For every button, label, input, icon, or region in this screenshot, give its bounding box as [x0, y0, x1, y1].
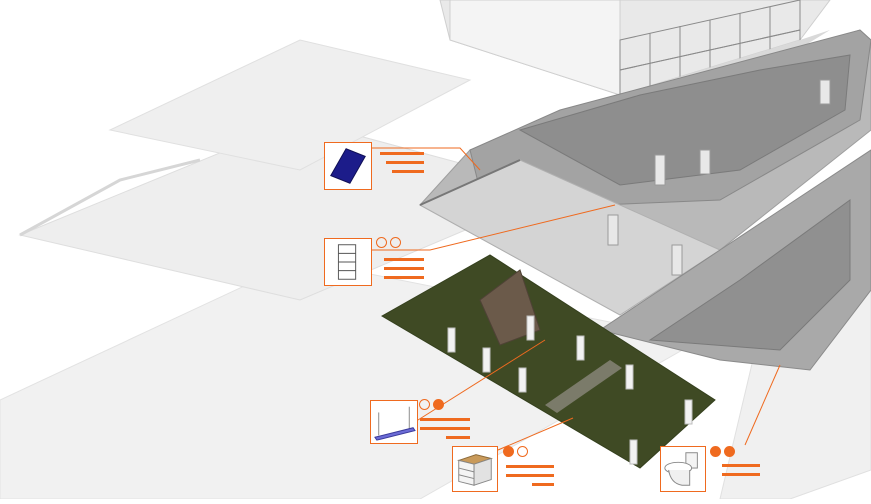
garden-posts — [447, 315, 693, 465]
ghost-railing — [19, 158, 201, 237]
rating-dot-filled — [503, 446, 514, 457]
ghost-upper-slab — [108, 39, 472, 171]
callout-cabinet — [452, 446, 498, 492]
callout-window — [324, 238, 372, 286]
brick-wall — [479, 269, 541, 346]
lawn — [380, 254, 716, 469]
callout-solar-panel — [324, 142, 372, 190]
cabinet-rating — [503, 446, 528, 457]
rating-dot-filled — [433, 399, 444, 410]
top-floor-facade — [449, 0, 621, 96]
linear-light-icon — [374, 406, 416, 441]
window-rating — [376, 237, 401, 248]
solar-panel-icon — [330, 148, 366, 184]
cabinet-icon — [457, 454, 493, 486]
rating-dot-filled — [724, 446, 735, 457]
callout-toilet — [660, 446, 706, 492]
rating-dot-empty — [390, 237, 401, 248]
callout-light-fixture — [370, 400, 418, 444]
light-fixture-rating — [419, 399, 444, 410]
rating-dot-filled — [710, 446, 721, 457]
terrace-columns — [607, 79, 831, 276]
window-icon — [337, 244, 357, 280]
toilet-rating — [710, 446, 735, 457]
ground-floor-inner — [648, 199, 851, 351]
toilet-icon — [664, 452, 698, 486]
rating-dot-empty — [517, 446, 528, 457]
rating-dot-empty — [376, 237, 387, 248]
paving-path — [545, 360, 622, 413]
terrace-railing — [419, 159, 521, 206]
middle-floor-rooms — [518, 54, 851, 186]
rating-dot-empty — [419, 399, 430, 410]
